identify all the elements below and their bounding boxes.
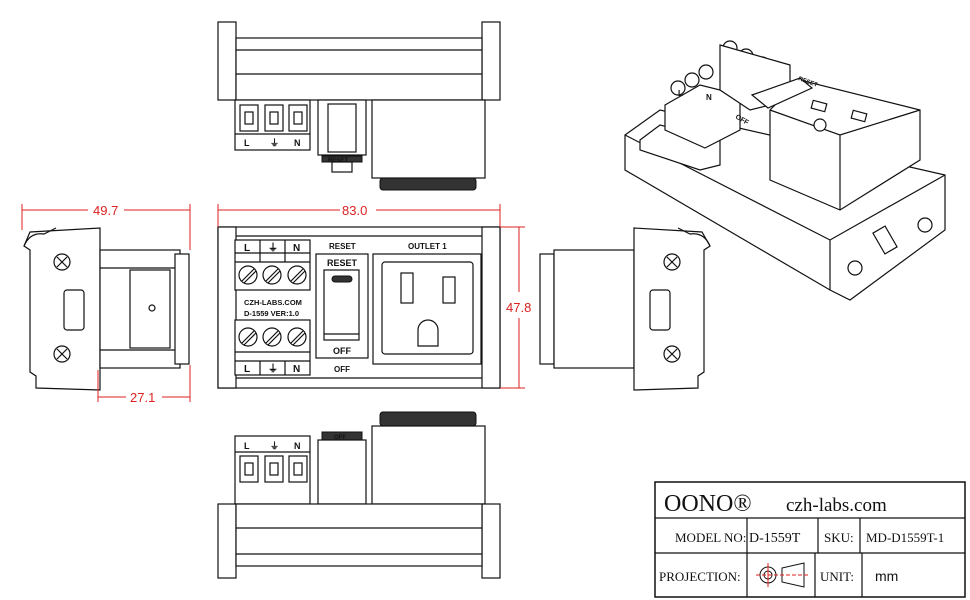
website: czh-labs.com (786, 495, 887, 516)
lower-terminal-ground: ⏚ (268, 363, 278, 375)
right-side-view (539, 227, 711, 391)
top-reset-label: RESET (328, 158, 348, 164)
svg-text:N: N (294, 138, 301, 148)
upper-terminal-ground: ⏚ (268, 242, 278, 254)
projection-symbol-icon (756, 562, 810, 588)
sku-value: MD-D1559T-1 (866, 530, 944, 545)
switch-reset-text: RESET (327, 258, 358, 268)
sku-label: SKU: (824, 530, 854, 545)
dim-length: 83.0 (342, 203, 367, 218)
svg-text:L: L (244, 441, 250, 451)
svg-text:⏚: ⏚ (270, 138, 279, 148)
bottom-view: L ⏚ N OFF (217, 411, 501, 579)
projection-label: PROJECTION: (659, 569, 741, 584)
model-label: MODEL NO: (675, 530, 746, 545)
lower-terminal-n: N (293, 364, 300, 375)
screw-icon (238, 265, 307, 285)
switch-off-text: OFF (333, 346, 351, 356)
screw-icon (238, 327, 307, 347)
dimension-side-depth: 27.1 (97, 365, 191, 405)
brand-logo: OONO® (664, 491, 752, 517)
title-block: OONO® czh-labs.com MODEL NO: D-1559T SKU… (654, 481, 966, 598)
reset-label: RESET (329, 242, 356, 251)
dimension-length: 83.0 (217, 203, 501, 227)
model-value: D-1559T (749, 531, 801, 546)
dim-height: 47.8 (506, 300, 531, 315)
unit-label: UNIT: (820, 569, 854, 584)
outlet-label: OUTLET 1 (408, 242, 447, 251)
top-view: L ⏚ N RESET (217, 21, 501, 191)
left-side-view (23, 227, 190, 391)
svg-text:⏚: ⏚ (270, 441, 279, 451)
svg-text:L: L (678, 89, 683, 98)
front-view: L ⏚ N CZH-LABS.COM D-1559 VER:1.0 L ⏚ N … (217, 226, 501, 389)
upper-terminal-n: N (293, 243, 300, 254)
dim-side-depth: 27.1 (130, 390, 155, 405)
svg-text:N: N (706, 93, 712, 102)
lower-terminal-l: L (244, 364, 250, 375)
svg-text:N: N (294, 441, 301, 451)
dimension-height: 47.8 (500, 226, 531, 389)
brand-text: CZH-LABS.COM (244, 298, 302, 307)
version-text: D-1559 VER:1.0 (244, 309, 299, 318)
dimension-side-width: 49.7 (21, 203, 191, 250)
svg-text:L: L (244, 138, 250, 148)
off-label: OFF (334, 365, 350, 374)
bottom-off-label: OFF (334, 435, 346, 441)
dim-side-width: 49.7 (93, 203, 118, 218)
unit-value: mm (875, 568, 898, 584)
upper-terminal-l: L (244, 243, 250, 254)
